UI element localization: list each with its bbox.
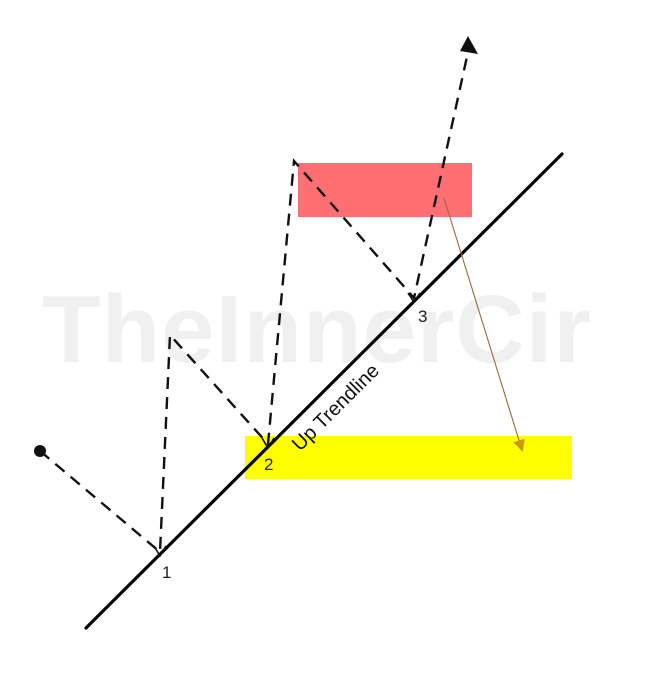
up-trendline	[84, 152, 564, 630]
point-label-3: 3	[418, 307, 427, 326]
price-path-arrowhead	[460, 36, 478, 54]
touch-mark-3	[407, 292, 421, 304]
touch-mark-2	[261, 437, 275, 450]
touch-mark-1	[153, 545, 167, 558]
projection-arrow	[443, 197, 525, 452]
point-label-1: 1	[162, 563, 171, 582]
watermark-text: TheInnerCir	[42, 276, 592, 383]
start-dot	[34, 445, 46, 457]
price-path	[39, 51, 470, 555]
supply-zone	[298, 163, 472, 217]
point-label-2: 2	[264, 455, 273, 474]
